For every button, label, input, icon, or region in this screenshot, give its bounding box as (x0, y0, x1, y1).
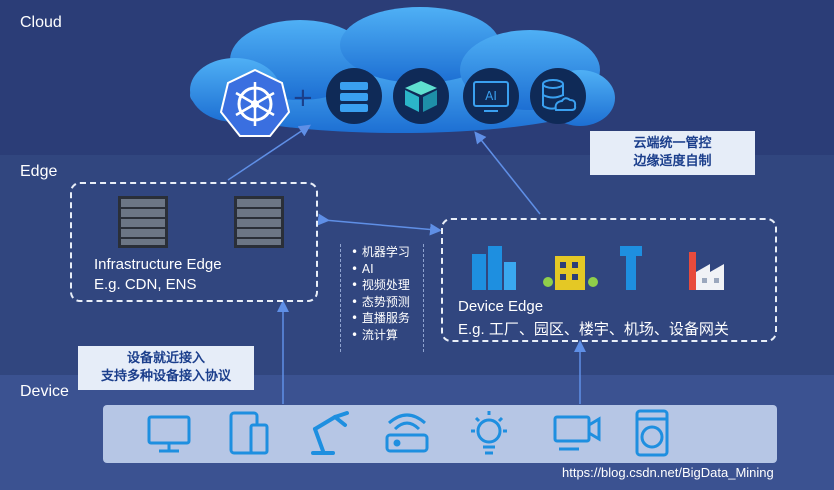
list-item: 态势预测 (351, 294, 423, 311)
server-rack-icon (234, 196, 284, 248)
infrastructure-edge-title: Infrastructure Edge (94, 256, 222, 273)
container-icon (393, 68, 449, 124)
edge-layer-label: Edge (20, 163, 58, 180)
edge-services-list: 机器学习 AI 视频处理 态势预测 直播服务 流计算 (340, 244, 424, 352)
device-access-note: 设备就近接入 支持多种设备接入协议 (78, 346, 254, 390)
camera-icon (553, 415, 601, 451)
server-rack-icon (118, 196, 168, 248)
factory-icon (689, 252, 724, 290)
plus-sign: + (292, 83, 314, 113)
device-edge-box: Device Edge E.g. 工厂、园区、楼宇、机场、设备网关 (441, 218, 777, 342)
cloud-database-icon (530, 68, 586, 124)
arrow-infra-to-cloud (227, 124, 311, 181)
cloud-control-note: 云端统一管控 边缘适度自制 (590, 131, 755, 175)
list-item: 视频处理 (351, 277, 423, 294)
kubernetes-icon (219, 68, 291, 137)
router-icon (385, 413, 429, 453)
list-item: 直播服务 (351, 310, 423, 327)
cloud-layer-label: Cloud (20, 14, 62, 31)
office-building-icon (543, 256, 598, 290)
light-bulb-icon (471, 411, 507, 455)
watermark: https://blog.csdn.net/BigData_Mining (562, 465, 774, 480)
connector-arrows (227, 124, 586, 404)
city-buildings-icon (472, 246, 516, 290)
device-edge-title: Device Edge (458, 298, 544, 315)
monitor-icon (147, 415, 191, 453)
infrastructure-edge-box: Infrastructure Edge E.g. CDN, ENS (70, 182, 318, 302)
infrastructure-edge-examples: E.g. CDN, ENS (94, 276, 197, 293)
list-item: 流计算 (351, 327, 423, 344)
washing-machine-icon (635, 409, 669, 457)
tablet-phone-icon (229, 411, 269, 455)
device-layer-label: Device (20, 383, 69, 400)
list-item: AI (351, 261, 423, 278)
control-tower-icon (620, 246, 642, 290)
ai-icon: AI (463, 68, 519, 124)
arrow-device-edge-to-cloud (474, 131, 541, 215)
database-icon (326, 68, 382, 124)
robot-arm-icon (311, 411, 349, 455)
svg-text:AI: AI (485, 89, 497, 103)
list-item: 机器学习 (351, 244, 423, 261)
device-edge-examples: E.g. 工厂、园区、楼宇、机场、设备网关 (458, 321, 729, 338)
device-panel (103, 405, 777, 463)
device-icons (147, 409, 669, 457)
arrow-infra-to-device-edge (317, 213, 442, 236)
